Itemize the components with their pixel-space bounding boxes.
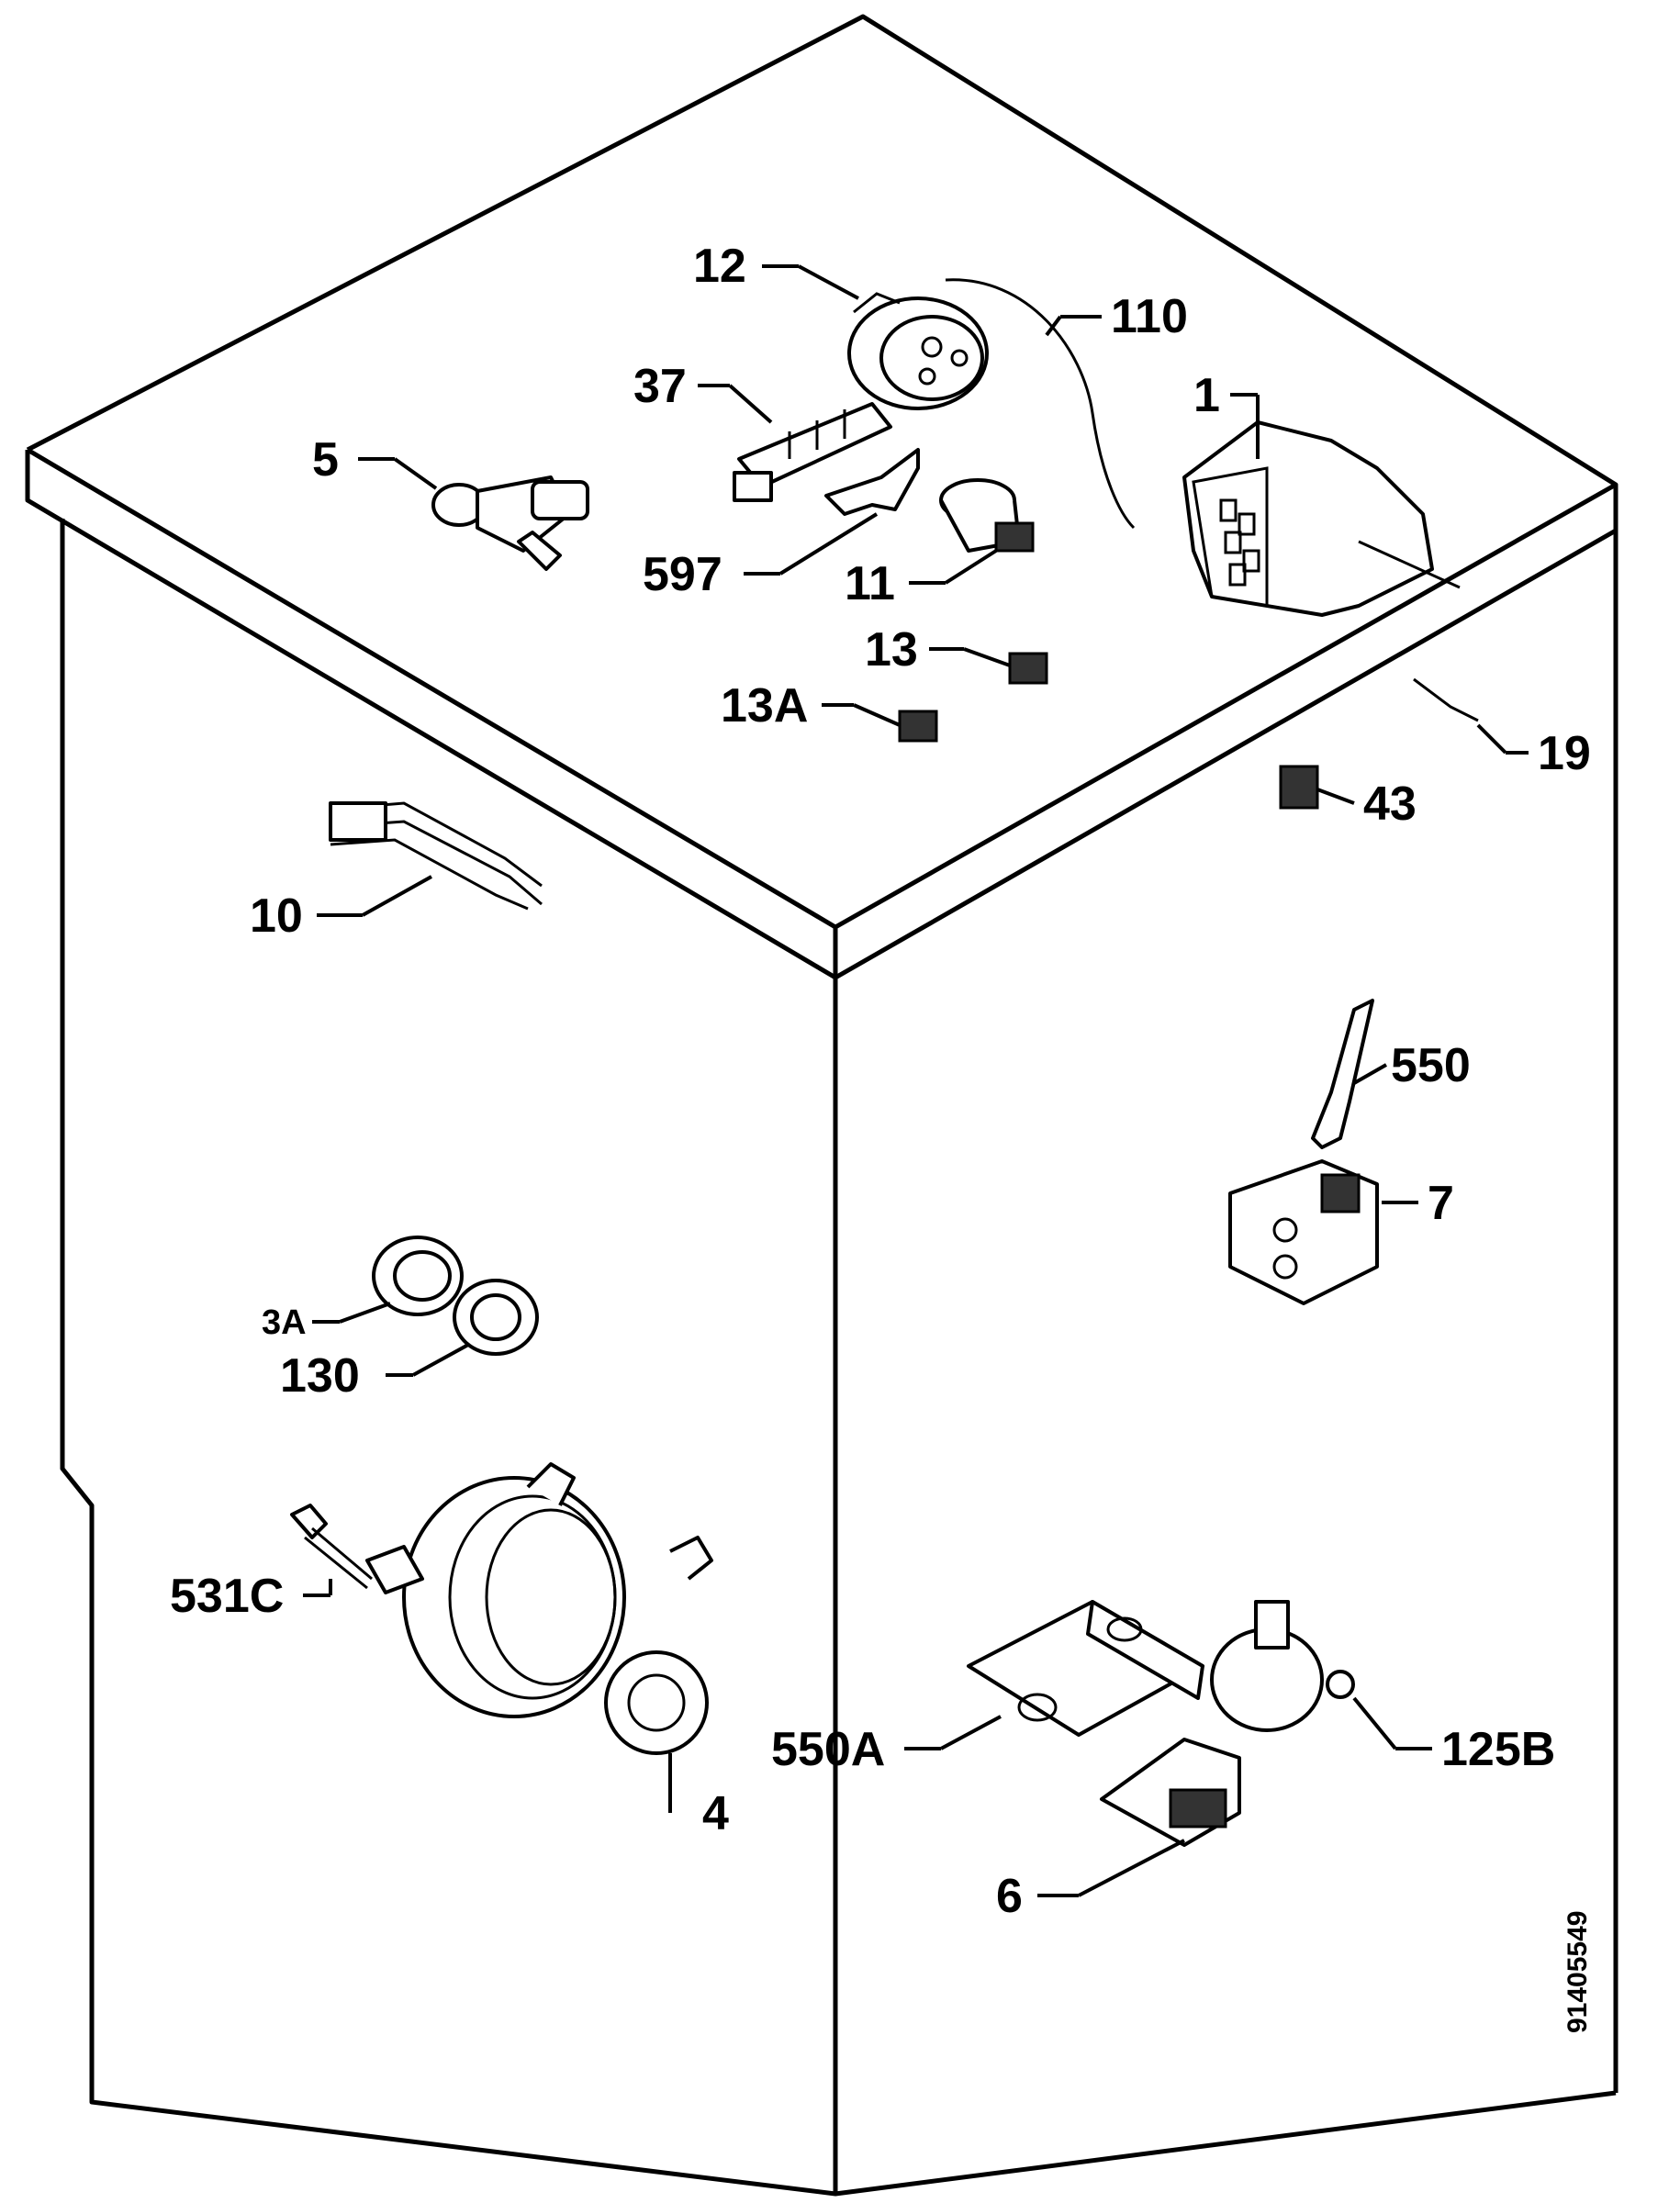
part-130-ring bbox=[453, 1279, 539, 1356]
part-550-latch-lever bbox=[1311, 999, 1374, 1149]
label-550a: 550A bbox=[771, 1723, 885, 1776]
programmer-contacts bbox=[1219, 498, 1260, 587]
leader-lines bbox=[303, 264, 1529, 1897]
document-number: 91405549 bbox=[1562, 1911, 1593, 2033]
part-110-cable bbox=[945, 278, 1136, 530]
label-11: 11 bbox=[845, 557, 895, 610]
part-3a-switch bbox=[372, 1236, 464, 1316]
label-125b: 125B bbox=[1441, 1723, 1555, 1776]
label-5: 5 bbox=[312, 433, 339, 486]
part-10-heating-element bbox=[329, 801, 543, 911]
label-1: 1 bbox=[1193, 369, 1220, 422]
label-6: 6 bbox=[996, 1870, 1023, 1923]
label-130: 130 bbox=[280, 1349, 360, 1403]
label-37: 37 bbox=[633, 360, 687, 413]
label-3a: 3A bbox=[262, 1303, 307, 1342]
label-19: 19 bbox=[1538, 727, 1591, 780]
part-13-connector bbox=[1008, 652, 1048, 685]
label-12: 12 bbox=[693, 240, 746, 293]
label-10: 10 bbox=[250, 889, 303, 943]
label-13a: 13A bbox=[721, 679, 808, 732]
part-4-motor bbox=[365, 1462, 713, 1755]
part-1-programmer bbox=[1182, 420, 1461, 617]
part-550a-cover bbox=[967, 1600, 1204, 1737]
part-13a-connector bbox=[898, 710, 938, 743]
part-labels: 12 110 1 37 5 597 11 13 13A 19 43 10 550… bbox=[170, 240, 1591, 1923]
part-125b-oring bbox=[1326, 1670, 1355, 1699]
appliance-cabinet bbox=[25, 14, 1618, 2197]
part-43-relay bbox=[1279, 765, 1319, 810]
part-531c-screw bbox=[290, 1504, 373, 1590]
label-550: 550 bbox=[1391, 1039, 1471, 1092]
part-19-sensor bbox=[1413, 677, 1479, 722]
part-37-terminal-block bbox=[733, 402, 892, 502]
part-7-door-switch bbox=[1228, 1159, 1379, 1305]
part-6-pump bbox=[1100, 1600, 1324, 1847]
label-7: 7 bbox=[1428, 1177, 1454, 1230]
label-110: 110 bbox=[1111, 290, 1188, 343]
label-597: 597 bbox=[643, 548, 722, 601]
label-43: 43 bbox=[1363, 777, 1417, 831]
label-531c: 531C bbox=[170, 1570, 284, 1623]
part-597-clip bbox=[824, 448, 920, 516]
label-13: 13 bbox=[865, 623, 918, 677]
part-5-valve bbox=[431, 475, 589, 571]
label-4: 4 bbox=[702, 1787, 729, 1840]
part-12-selector bbox=[847, 292, 989, 410]
part-11-capacitor bbox=[939, 478, 1035, 553]
